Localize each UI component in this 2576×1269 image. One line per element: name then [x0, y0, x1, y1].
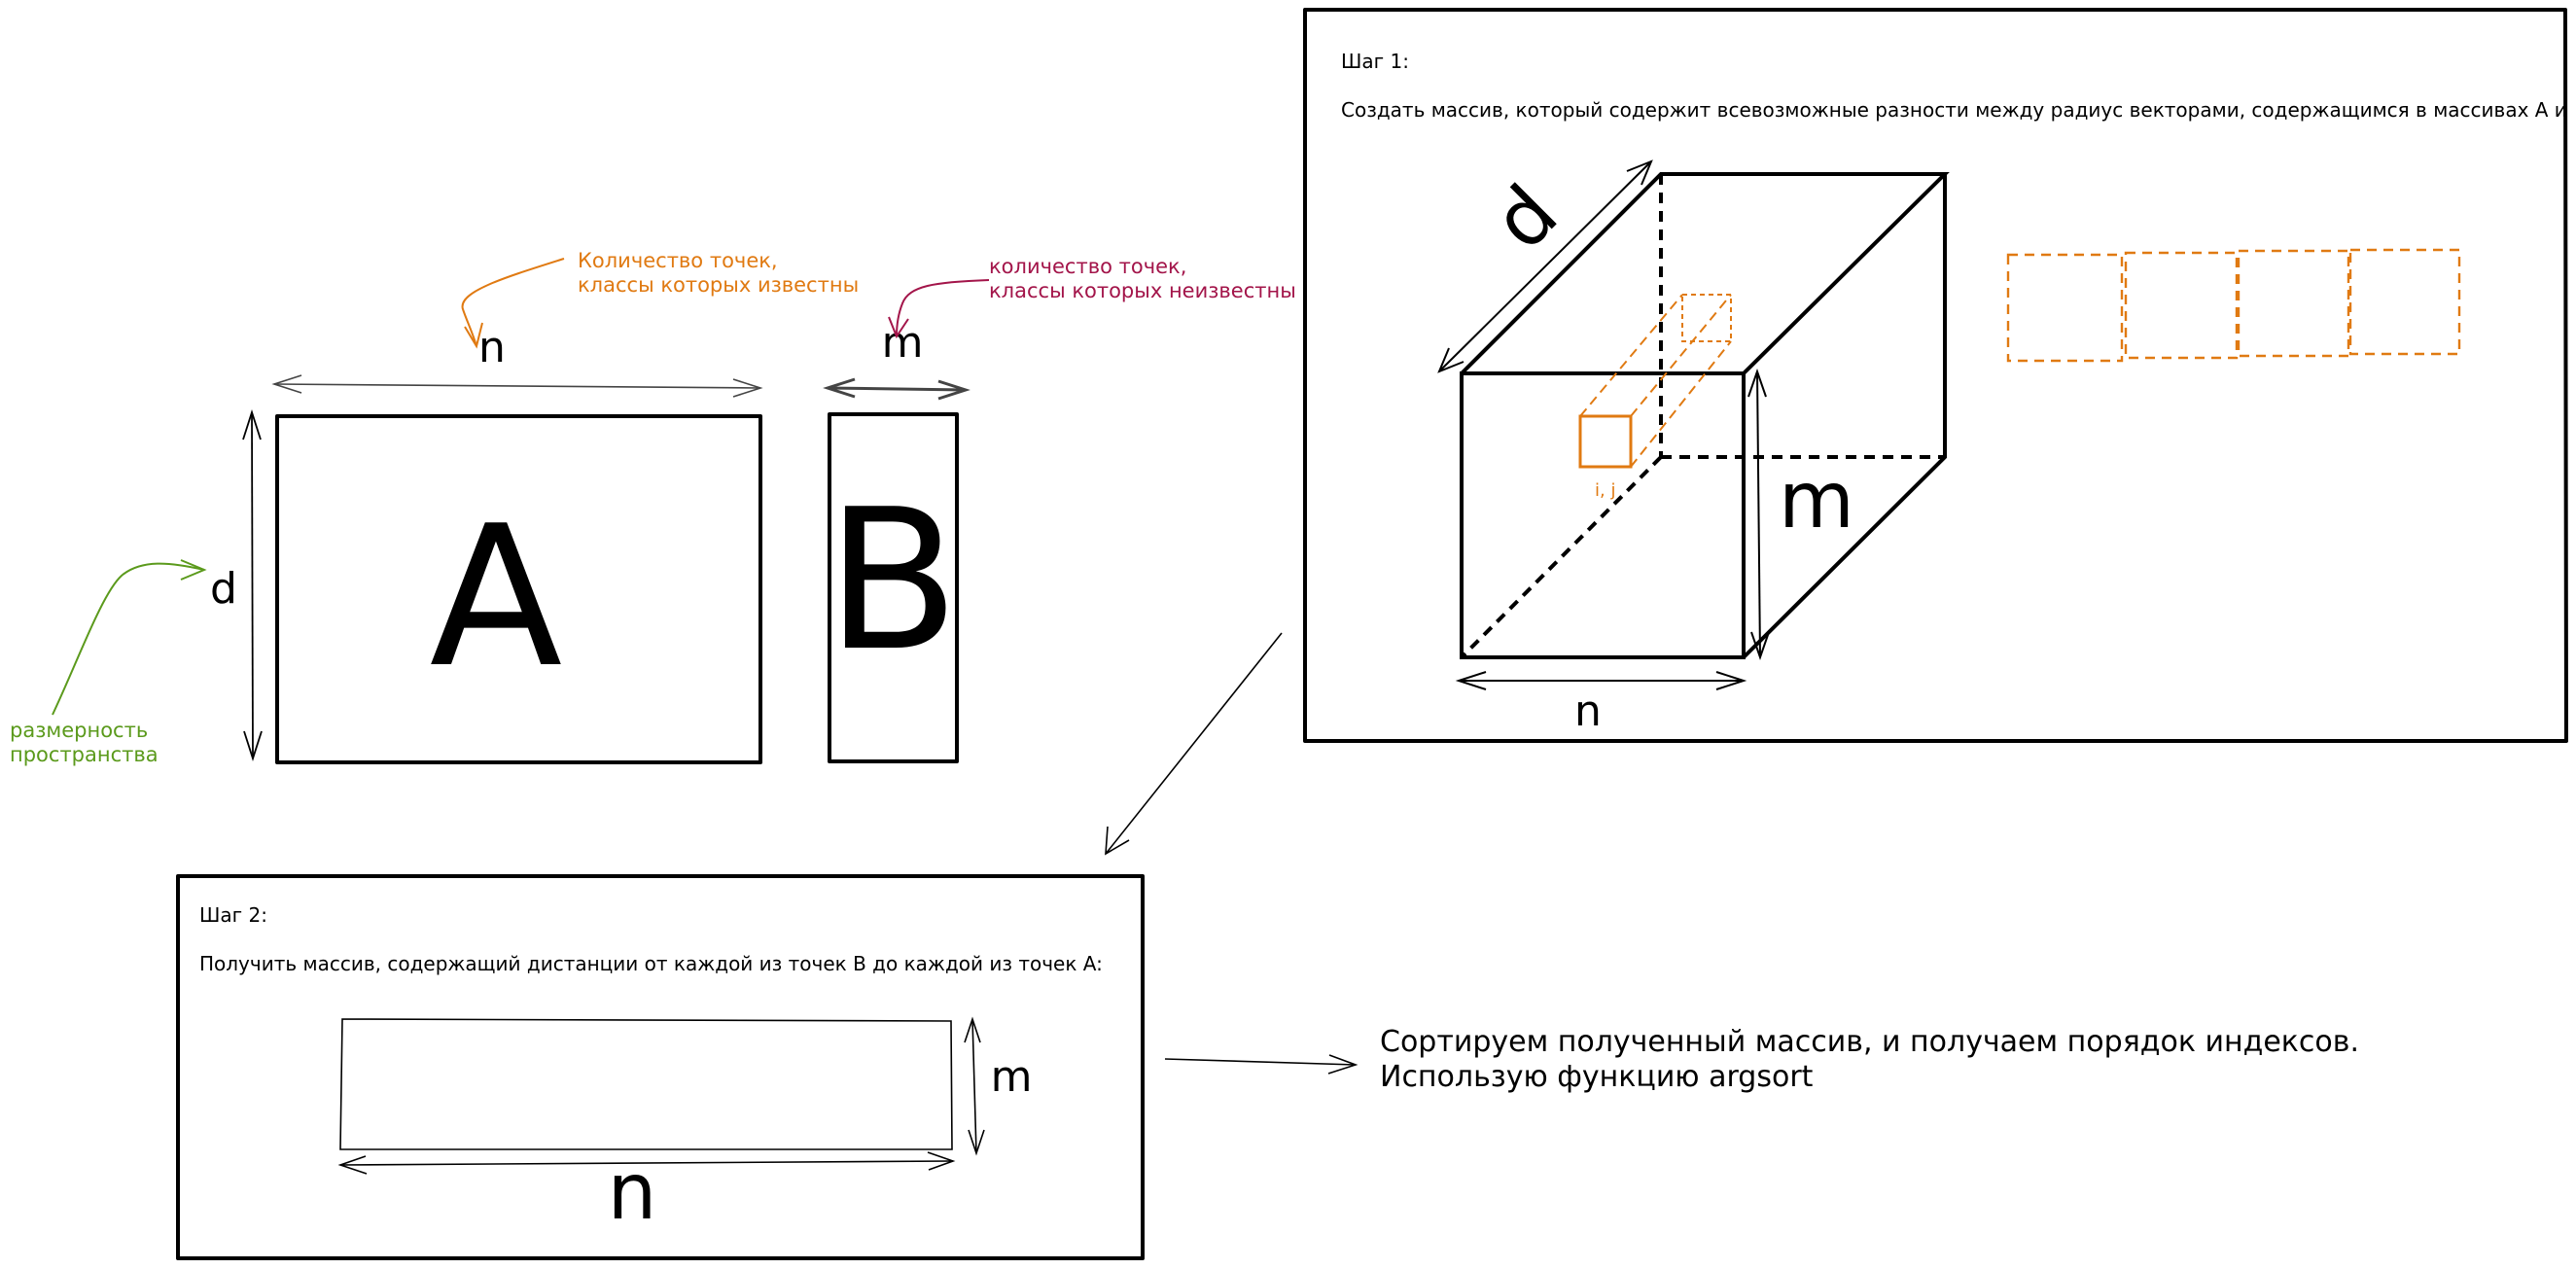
unknown-annotation: количество точек, классы которых неизвес… — [989, 255, 1296, 302]
unknown-annotation-arrow — [888, 279, 990, 339]
step2-text: Получить массив, содержащий дистанции от… — [199, 952, 1103, 975]
a-width-label: n — [478, 323, 506, 372]
cube-height-label: m — [1779, 455, 1854, 546]
vector-cell — [2006, 253, 2124, 363]
known-annotation: Количество точек, классы которых известн… — [578, 249, 859, 297]
step1-text: Создать массив, который содержит всевозм… — [1341, 98, 2576, 122]
result-text: Сортируем полученный массив, и получаем … — [1380, 1025, 2369, 1094]
cube — [1460, 172, 1950, 659]
dimension-annotation-arrow — [52, 559, 207, 716]
cube-height-arrow — [1747, 368, 1770, 661]
known-annotation-arrow — [461, 258, 565, 349]
cube-depth-arrow — [1437, 159, 1653, 373]
b-width-arrow — [823, 377, 970, 401]
vector-cell — [2348, 248, 2461, 356]
matrix-b: B — [826, 412, 960, 763]
distance-height-arrow — [964, 1016, 985, 1156]
step1-frame: Шаг 1: Создать массив, который содержит … — [1303, 8, 2576, 743]
distance-height-label: m — [991, 1052, 1033, 1102]
dimension-annotation: размерность пространства — [10, 719, 159, 766]
step1-title: Шаг 1: — [1341, 50, 1409, 73]
vector-cell — [2124, 251, 2239, 360]
step2-title: Шаг 2: — [199, 903, 267, 927]
matrix-b-label: B — [826, 468, 959, 694]
distance-matrix — [339, 1018, 953, 1150]
cube-cell-label: i, j — [1595, 480, 1615, 501]
step2-frame: Шаг 2: Получить массив, содержащий диста… — [176, 874, 1145, 1260]
a-height-arrow — [242, 409, 263, 761]
cube-cell-column — [1578, 294, 1732, 469]
step1-to-step2-arrow — [1105, 632, 1283, 856]
step2-to-result-arrow — [1164, 1054, 1359, 1075]
b-width-label: m — [882, 318, 924, 368]
matrix-a: A — [275, 414, 762, 764]
a-height-label: d — [210, 564, 237, 614]
cube-width-label: n — [1574, 687, 1602, 736]
cube-width-arrow — [1455, 671, 1747, 690]
vector-cell — [2237, 249, 2350, 358]
distance-width-label: n — [608, 1146, 657, 1237]
a-width-arrow — [271, 374, 763, 398]
vector-cells — [2006, 248, 2461, 363]
matrix-a-label: A — [430, 484, 563, 711]
distance-width-arrow — [337, 1151, 956, 1175]
